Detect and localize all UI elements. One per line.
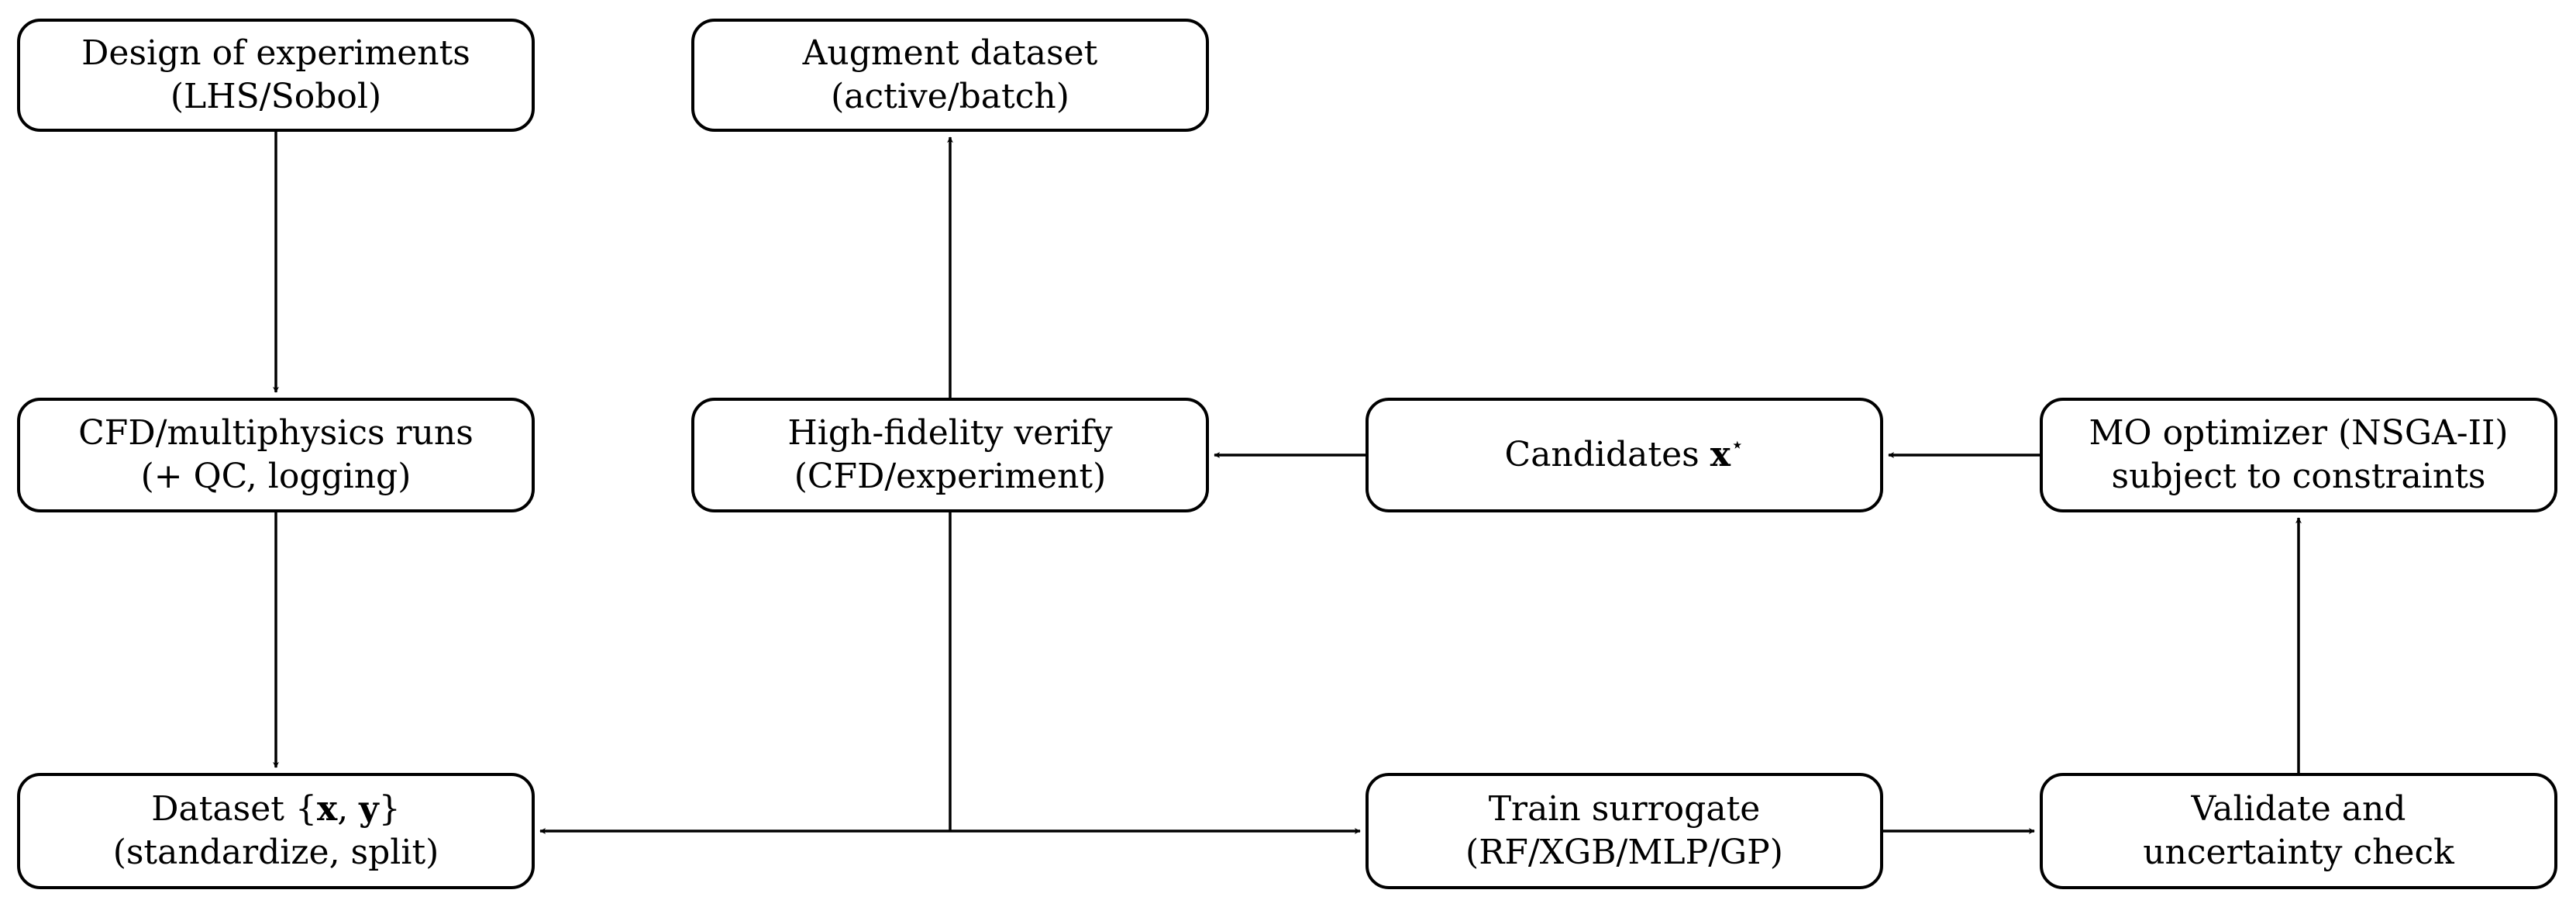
node-title: CFD/multiphysics runs [78, 413, 474, 453]
dataset-sep: , [337, 789, 360, 829]
candidates-symbol: x [1710, 435, 1731, 474]
design-of-experiments-node: Design of experiments (LHS/Sobol) [17, 19, 535, 132]
node-subtitle: subject to constraints [2111, 457, 2486, 496]
dataset-prefix: Dataset { [151, 789, 317, 829]
node-title: Validate and [2191, 789, 2406, 829]
dataset-node: Dataset {x, y} (standardize, split) [17, 773, 535, 889]
node-subtitle: (CFD/experiment) [794, 457, 1107, 496]
dataset-x: x [316, 789, 338, 829]
node-title: Train surrogate [1488, 789, 1761, 829]
node-title: Candidates x⋆ [1505, 433, 1744, 477]
node-subtitle: (standardize, split) [112, 833, 439, 872]
node-title: Dataset {x, y} [151, 788, 401, 831]
candidates-star: ⋆ [1730, 432, 1744, 457]
node-subtitle: (active/batch) [831, 77, 1069, 116]
node-title: Design of experiments [81, 33, 470, 73]
mo-optimizer-node: MO optimizer (NSGA-II) subject to constr… [2040, 398, 2557, 512]
candidates-node: Candidates x⋆ [1365, 398, 1883, 512]
train-surrogate-node: Train surrogate (RF/XGB/MLP/GP) [1365, 773, 1883, 889]
augment-dataset-node: Augment dataset (active/batch) [691, 19, 1209, 132]
dataset-suffix: } [378, 789, 401, 829]
candidates-label: Candidates [1504, 435, 1710, 474]
node-subtitle: uncertainty check [2143, 833, 2454, 872]
node-subtitle: (RF/XGB/MLP/GP) [1465, 833, 1783, 872]
node-title: Augment dataset [802, 33, 1098, 73]
validate-node: Validate and uncertainty check [2040, 773, 2557, 889]
dataset-y: y [359, 789, 379, 829]
node-subtitle: (+ QC, logging) [140, 457, 412, 496]
node-title: High-fidelity verify [787, 413, 1113, 453]
node-title: MO optimizer (NSGA-II) [2089, 413, 2509, 453]
cfd-runs-node: CFD/multiphysics runs (+ QC, logging) [17, 398, 535, 512]
high-fidelity-verify-node: High-fidelity verify (CFD/experiment) [691, 398, 1209, 512]
node-subtitle: (LHS/Sobol) [170, 77, 382, 116]
